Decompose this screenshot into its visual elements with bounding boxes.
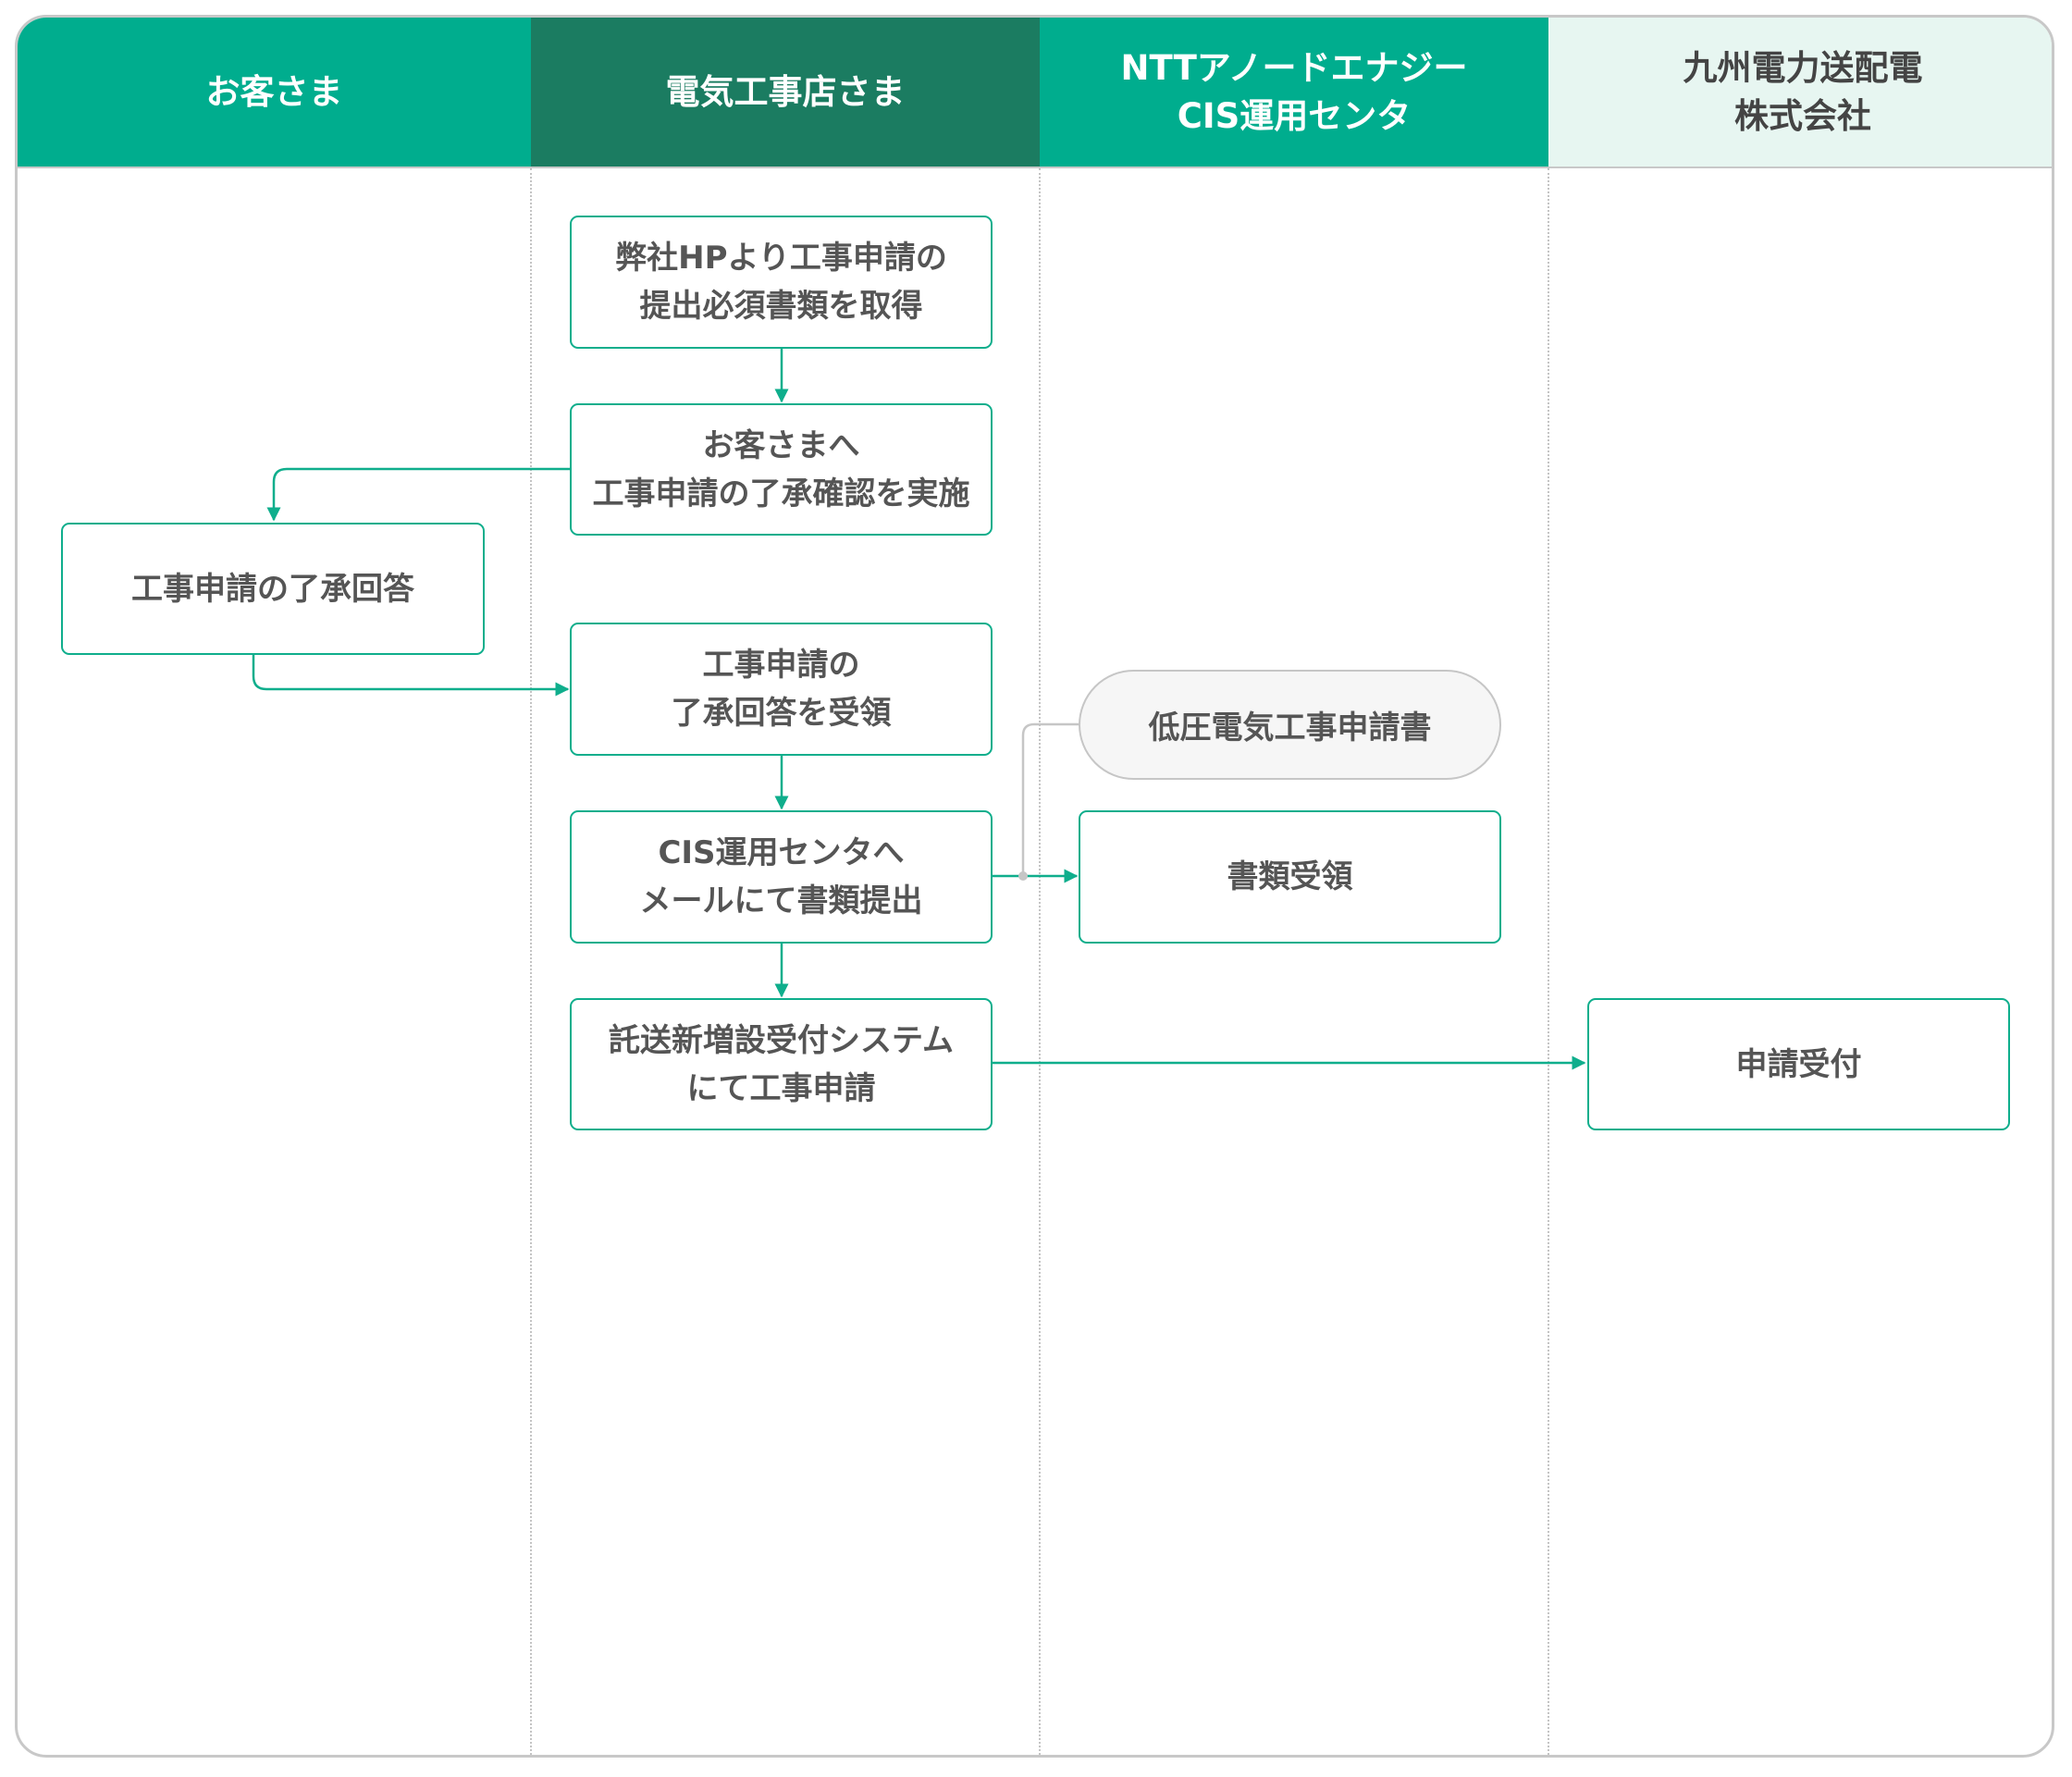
step-label: 工事申請の 了承回答を受領	[671, 647, 892, 732]
lane-divider	[1039, 168, 1041, 1755]
step-confirm-customer-consent: お客さまへ 工事申請の了承確認を実施	[570, 403, 993, 536]
lane-header-cis-center: NTTアノードエナジー CIS運用センタ	[1040, 18, 1548, 167]
lane-divider	[530, 168, 532, 1755]
swimlane-diagram: お客さま 電気工事店さま NTTアノードエナジー CIS運用センタ 九州電力送配…	[15, 15, 2054, 1758]
step-label: 書類受領	[1227, 858, 1353, 895]
step-label: 託送新増設受付システム にて工事申請	[609, 1021, 954, 1107]
lane-header-label: 電気工事店さま	[665, 71, 906, 112]
step-label: 工事申請の了承回答	[131, 570, 414, 608]
step-receive-consent-reply: 工事申請の 了承回答を受領	[570, 623, 993, 756]
document-label: 低圧電気工事申請書	[1148, 710, 1432, 747]
lane-header-electrician: 電気工事店さま	[531, 18, 1040, 167]
connector-confirm-to-reply	[266, 467, 570, 522]
lane-header-kyushu-td: 九州電力送配電 株式会社	[1548, 18, 2052, 167]
step-accept-application: 申請受付	[1587, 998, 2010, 1130]
step-receive-documents: 書類受領	[1079, 810, 1501, 944]
connector-document-attach	[1021, 722, 1079, 876]
step-label: 申請受付	[1735, 1045, 1862, 1083]
header-divider	[18, 167, 2052, 168]
lane-divider	[1548, 168, 1549, 1755]
connector-reply-to-receive	[252, 655, 570, 697]
step-label: お客さまへ 工事申請の了承確認を実施	[592, 426, 970, 512]
step-apply-via-system: 託送新増設受付システム にて工事申請	[570, 998, 993, 1130]
lane-header-customer: お客さま	[18, 18, 531, 167]
step-label: 弊社HPより工事申請の 提出必須書類を取得	[615, 240, 947, 325]
lane-header-label: お客さま	[205, 71, 343, 112]
step-email-documents-to-cis: CIS運用センタへ メールにて書類提出	[570, 810, 993, 944]
step-consent-reply: 工事申請の了承回答	[61, 523, 485, 655]
lane-header-label: NTTアノードエナジー CIS運用センタ	[1120, 47, 1468, 136]
document-low-voltage-application-form: 低圧電気工事申請書	[1079, 670, 1501, 780]
step-label: CIS運用センタへ メールにて書類提出	[639, 834, 923, 919]
connector-junction-dot	[1018, 871, 1028, 881]
step-get-required-documents: 弊社HPより工事申請の 提出必須書類を取得	[570, 216, 993, 349]
lane-header-label: 九州電力送配電 株式会社	[1683, 47, 1923, 136]
